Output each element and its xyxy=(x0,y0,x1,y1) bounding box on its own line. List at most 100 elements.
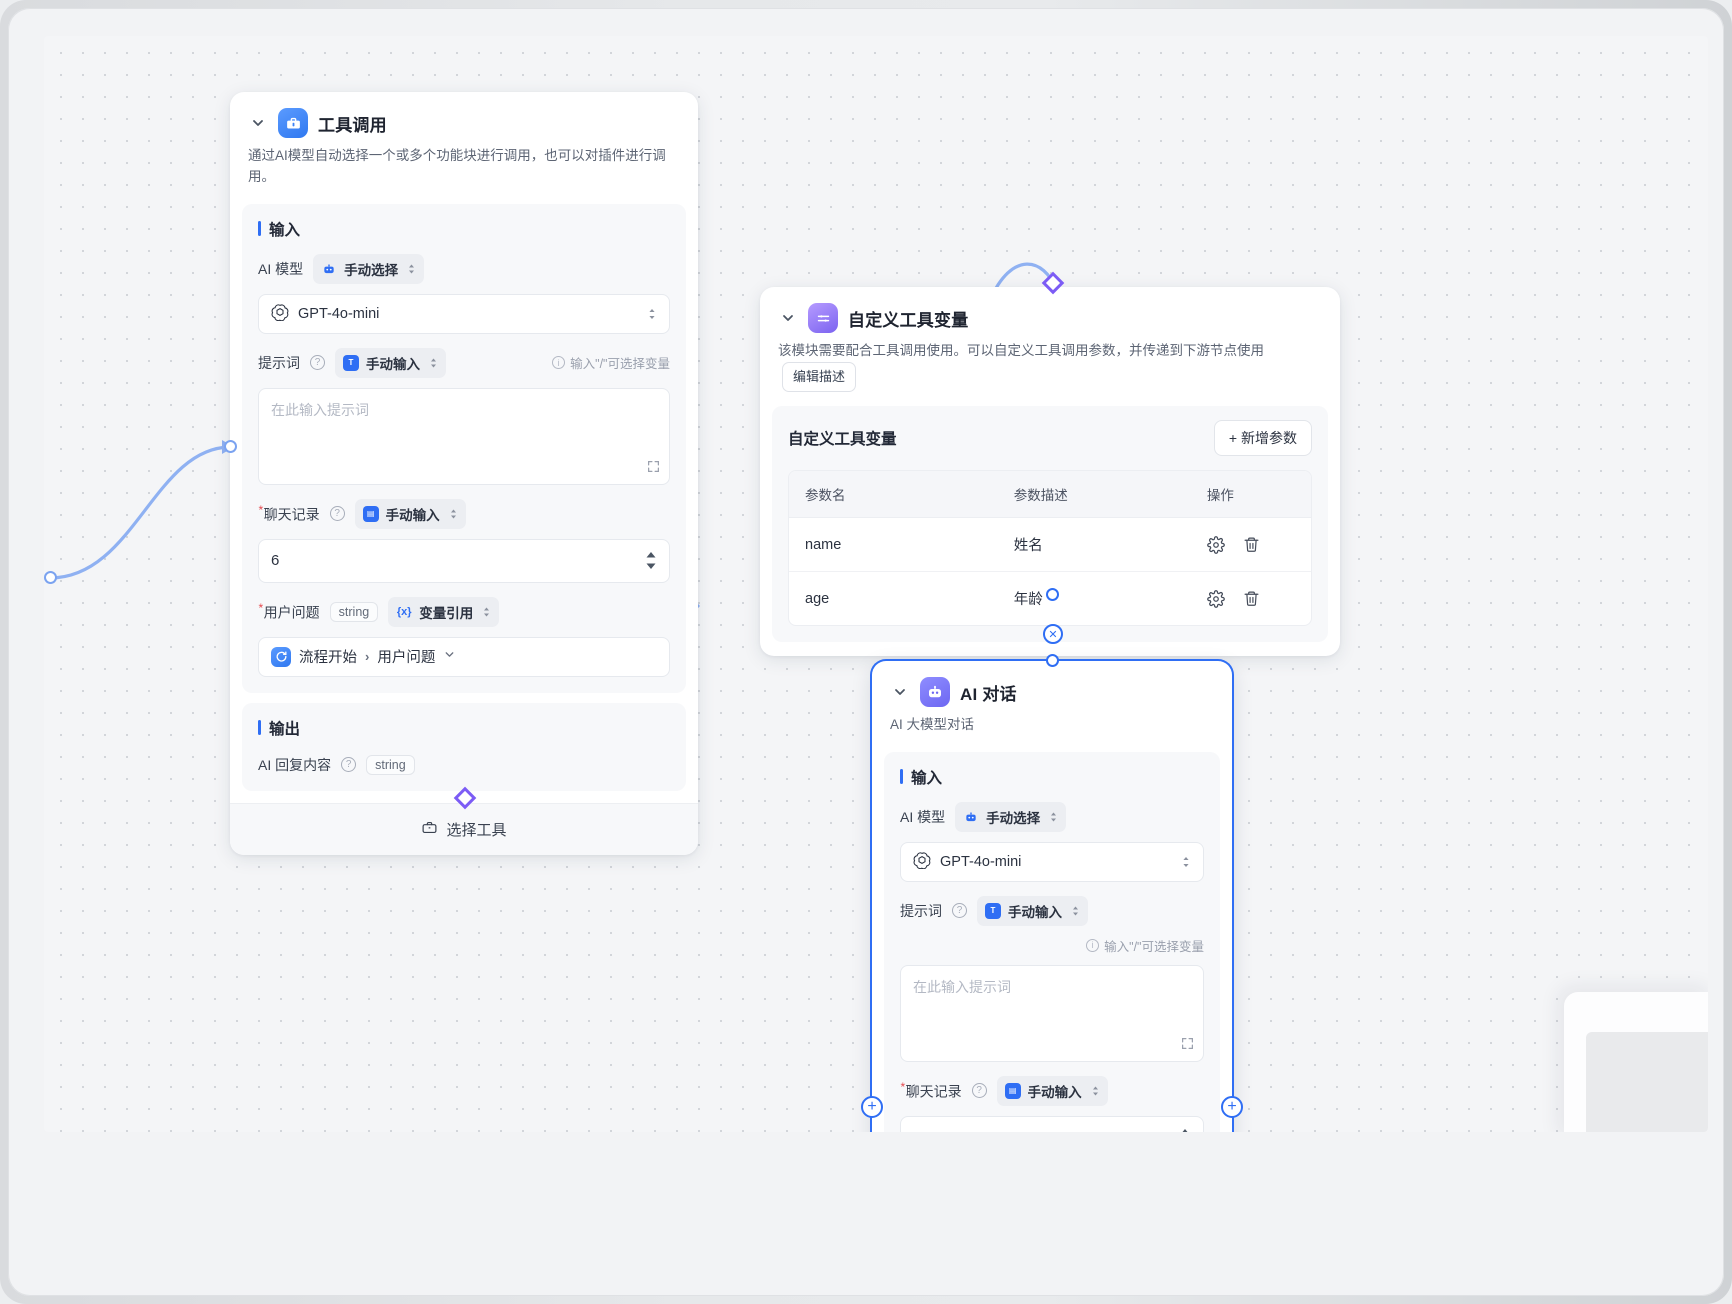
stepper-up-icon xyxy=(646,552,656,558)
prompt-placeholder: 在此输入提示词 xyxy=(913,978,1011,995)
edge-left-to-toolcall xyxy=(48,445,232,580)
text-input-mini-icon: T xyxy=(985,902,1001,919)
field-prompt: 提示词 ? T 手动输入 i 输入"/"可选择变 xyxy=(900,895,1204,1062)
node-ai-chat[interactable]: AI 对话 AI 大模型对话 输入 AI 模型 xyxy=(872,661,1232,1132)
select-tool-label: 选择工具 xyxy=(446,821,507,839)
prompt-mode-select[interactable]: T 手动输入 xyxy=(977,895,1088,926)
cell-param-name: name xyxy=(789,518,998,573)
table-row[interactable]: age 年龄 xyxy=(789,572,1311,625)
label-prompt: 提示词 xyxy=(900,902,942,919)
node-header-ai-chat: AI 对话 AI 大模型对话 xyxy=(872,661,1232,746)
node-title: 工具调用 xyxy=(318,115,387,135)
workflow-canvas[interactable]: ✕ + + xyxy=(44,36,1708,1132)
field-chat-record: *聊天记录 ? ▤ 手动输入 6 xyxy=(900,1075,1204,1132)
model-value-label: GPT-4o-mini xyxy=(940,853,1022,870)
cell-param-desc: 年龄 xyxy=(1013,592,1043,609)
question-mode-select[interactable]: {x} 变量引用 xyxy=(388,596,500,627)
model-mode-label: 手动选择 xyxy=(986,810,1041,826)
section-label: 输入 xyxy=(269,221,301,239)
stepper-arrows[interactable] xyxy=(1179,1128,1191,1132)
chevron-updown-icon xyxy=(1181,855,1191,869)
floating-minimap-panel[interactable] xyxy=(1564,992,1708,1132)
section-accent-bar xyxy=(900,769,903,785)
model-value-label: GPT-4o-mini xyxy=(298,305,380,322)
trash-icon[interactable] xyxy=(1243,536,1260,553)
add-node-right-aichat[interactable]: + xyxy=(1221,1096,1243,1118)
edge-source-port-left[interactable] xyxy=(44,571,57,584)
question-mode-label: 变量引用 xyxy=(419,605,474,621)
model-value-select[interactable]: GPT-4o-mini xyxy=(900,841,1204,882)
field-ai-model: AI 模型 手动选择 xyxy=(258,253,670,334)
expand-icon[interactable] xyxy=(647,460,660,476)
cell-actions xyxy=(1190,518,1311,573)
help-icon[interactable]: ? xyxy=(329,506,345,522)
add-param-button[interactable]: + 新增参数 xyxy=(1213,420,1312,457)
field-chat-record: *聊天记录 ? ▤ 手动输入 6 xyxy=(258,498,670,583)
cell-param-desc: 姓名 xyxy=(997,518,1191,573)
params-table: 参数名 参数描述 操作 name 姓名 xyxy=(788,470,1312,627)
label-prompt: 提示词 xyxy=(258,354,300,371)
question-variable-reference[interactable]: 流程开始 › 用户问题 xyxy=(258,636,670,677)
breadcrumb-chevron-icon: › xyxy=(365,649,370,665)
prompt-mode-label: 手动输入 xyxy=(1008,904,1062,920)
trash-icon[interactable] xyxy=(1243,590,1260,607)
edge-delete-icon[interactable]: ✕ xyxy=(1043,624,1063,644)
prompt-hint-label: 输入"/"可选择变量 xyxy=(1104,939,1204,954)
input-port-aichat[interactable] xyxy=(1046,654,1059,667)
chat-mode-label: 手动输入 xyxy=(385,507,440,523)
model-value-select[interactable]: GPT-4o-mini xyxy=(258,293,670,334)
toolbox-outline-icon xyxy=(421,819,438,840)
table-row[interactable]: name 姓名 xyxy=(789,518,1311,573)
chat-mode-select[interactable]: ▤ 手动输入 xyxy=(354,498,466,529)
prompt-textarea[interactable]: 在此输入提示词 xyxy=(900,964,1204,1062)
panel-title: 自定义工具变量 xyxy=(788,431,897,449)
node-header-custom-vars: 自定义工具变量 该模块需要配合工具调用使用。可以自定义工具调用参数，并传递到下游… xyxy=(760,287,1340,402)
edit-description-button[interactable]: 编辑描述 xyxy=(782,361,857,393)
chevron-updown-icon xyxy=(1071,905,1080,917)
chevron-updown-icon xyxy=(482,606,491,618)
collapse-chevron-icon[interactable] xyxy=(778,308,798,328)
chat-record-value: 6 xyxy=(913,1129,921,1132)
openai-icon xyxy=(271,303,289,325)
stepper-arrows[interactable] xyxy=(645,551,657,570)
collapse-chevron-icon[interactable] xyxy=(248,113,268,133)
label-chat-record: *聊天记录 xyxy=(258,503,320,523)
prompt-mode-select[interactable]: T 手动输入 xyxy=(335,347,446,378)
output-port-customvars[interactable] xyxy=(1046,588,1059,601)
section-title-input: 输入 xyxy=(900,766,1204,788)
help-icon[interactable]: ? xyxy=(971,1083,987,1099)
prompt-textarea[interactable]: 在此输入提示词 xyxy=(258,387,670,485)
node-description: 通过AI模型自动选择一个或多个功能块进行调用，也可以对插件进行调用。 xyxy=(248,148,666,184)
sliders-icon xyxy=(808,303,838,333)
required-marker: * xyxy=(258,601,263,616)
model-mode-select[interactable]: 手动选择 xyxy=(955,801,1067,832)
node-tool-call[interactable]: 工具调用 通过AI模型自动选择一个或多个功能块进行调用，也可以对插件进行调用。 … xyxy=(230,92,698,855)
section-label: 输入 xyxy=(911,769,943,787)
help-icon[interactable]: ? xyxy=(310,355,325,371)
gear-icon[interactable] xyxy=(1207,535,1225,554)
gear-icon[interactable] xyxy=(1207,589,1225,608)
node-description: AI 大模型对话 xyxy=(890,717,975,732)
type-tag-string: string xyxy=(366,754,415,775)
section-title-output: 输出 xyxy=(258,717,670,739)
prompt-placeholder: 在此输入提示词 xyxy=(271,401,369,418)
expand-icon[interactable] xyxy=(1181,1037,1194,1053)
input-port-toolcall[interactable] xyxy=(224,440,237,453)
prompt-hint-label: 输入"/"可选择变量 xyxy=(570,357,670,372)
help-icon[interactable]: ? xyxy=(952,903,967,919)
add-node-left-aichat[interactable]: + xyxy=(861,1096,883,1118)
output-row-ai-reply: AI 回复内容 ? string xyxy=(258,754,670,775)
text-input-mini-icon: T xyxy=(343,354,359,371)
help-icon[interactable]: ? xyxy=(341,757,357,773)
collapse-chevron-icon[interactable] xyxy=(890,682,910,702)
section-title-input: 输入 xyxy=(258,218,670,240)
chat-record-stepper[interactable]: 6 xyxy=(900,1115,1204,1132)
model-mode-select[interactable]: 手动选择 xyxy=(313,253,425,284)
chat-mode-select[interactable]: ▤ 手动输入 xyxy=(996,1075,1108,1106)
select-tool-button[interactable]: 选择工具 xyxy=(230,802,698,855)
node-title: 自定义工具变量 xyxy=(848,310,969,330)
floating-panel-surface xyxy=(1586,1032,1708,1132)
chat-record-stepper[interactable]: 6 xyxy=(258,538,670,583)
robot-mini-icon xyxy=(963,809,979,825)
